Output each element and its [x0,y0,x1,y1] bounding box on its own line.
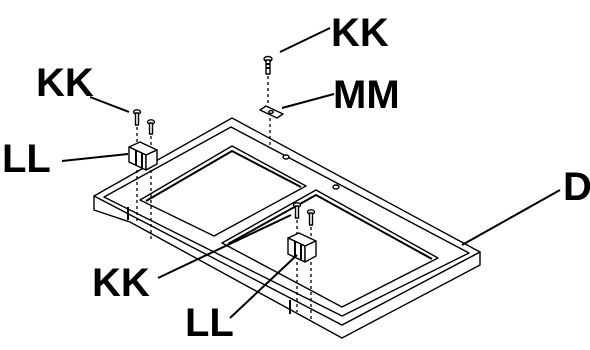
screw-kk-left [132,109,156,135]
door-panel [93,117,481,339]
label-ll-bottom: LL [185,301,234,345]
label-kk-left: KK [36,61,94,105]
hinge-ll-left [128,141,158,171]
leader-mm [281,93,335,109]
screw-kk-bottom [292,202,316,226]
leader-ll-left [61,153,129,162]
label-mm: MM [333,73,400,117]
leader-d [461,189,561,246]
window-opening-2 [221,189,439,308]
label-kk-top: KK [331,11,389,55]
mending-plate-mm [259,105,284,119]
pilot-hole [332,184,340,190]
label-ll-left: LL [2,137,51,181]
pilot-hole [282,154,290,160]
label-kk-bottom: KK [92,261,150,305]
hinge-ll-bottom [287,232,317,263]
leader-kk-left [89,96,130,113]
screw-kk-top [263,55,273,75]
leader-ll-bottom [229,254,298,319]
leader-kk-top [279,27,331,53]
label-d: D [563,165,590,209]
leader-kk-bottom [157,214,292,279]
